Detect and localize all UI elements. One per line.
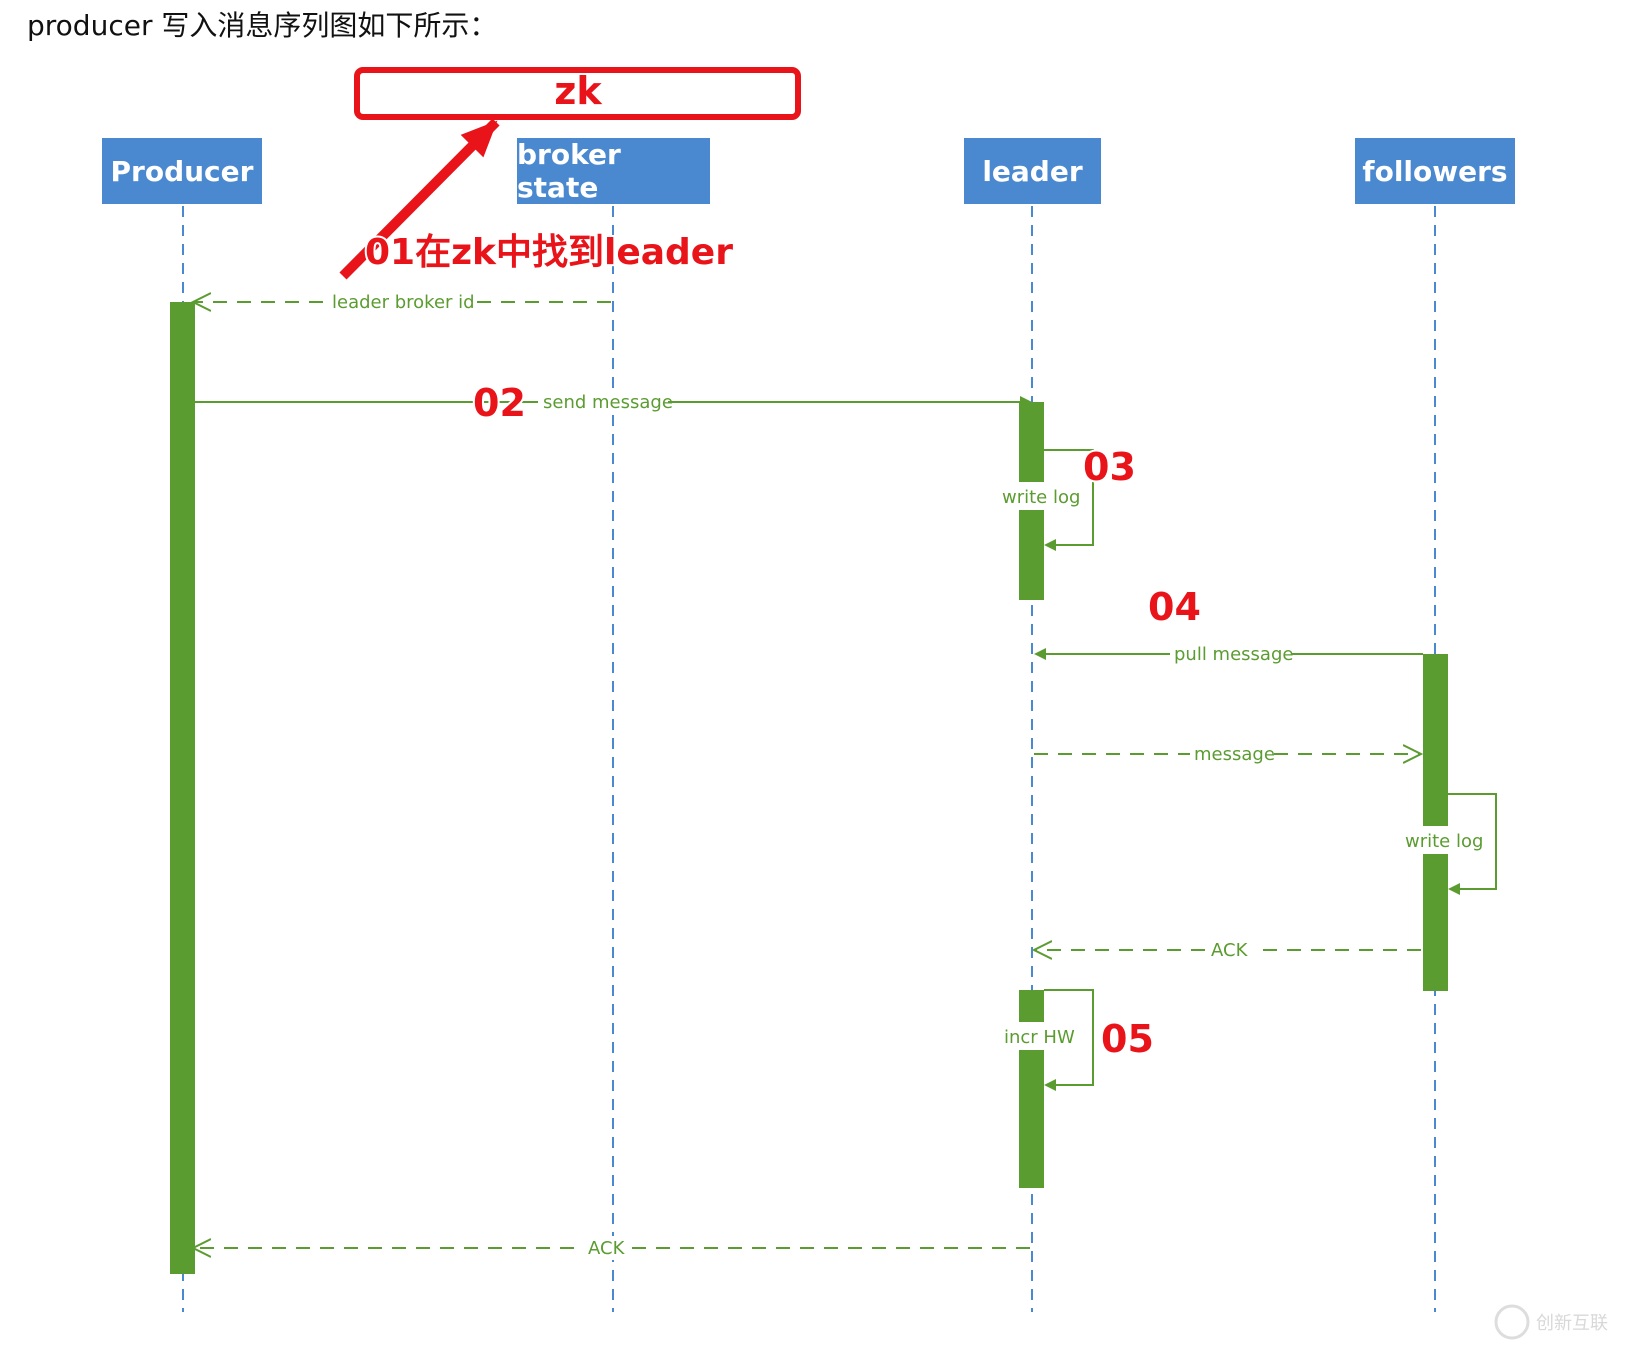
actor-leader: leader bbox=[964, 138, 1101, 204]
intro-text: producer 写入消息序列图如下所示： bbox=[27, 9, 498, 42]
label-incr-hw: incr HW bbox=[1004, 1027, 1075, 1048]
label-bg-write-log-leader bbox=[1000, 482, 1082, 510]
label-bg-pull-message bbox=[1170, 642, 1292, 666]
activation-leader-2 bbox=[1019, 990, 1044, 1188]
label-ack-producer: ACK bbox=[588, 1238, 626, 1259]
label-pull-message: pull message bbox=[1174, 644, 1293, 665]
annotation-arrow-01 bbox=[339, 118, 500, 280]
label-send-message: send message bbox=[543, 392, 673, 413]
watermark-logo-icon bbox=[1494, 1304, 1530, 1340]
self-call-leader-write-log bbox=[1044, 449, 1094, 551]
step-number-05: 05 bbox=[1101, 1017, 1154, 1061]
label-bg-leader-broker-id bbox=[327, 290, 477, 314]
label-bg-message bbox=[1190, 742, 1272, 766]
zk-label: zk bbox=[554, 69, 602, 113]
activation-producer bbox=[170, 302, 195, 1274]
label-bg-ack-producer bbox=[584, 1236, 630, 1260]
zk-box bbox=[354, 67, 801, 120]
self-call-incr-hw bbox=[1044, 989, 1094, 1091]
activation-followers bbox=[1423, 654, 1448, 991]
label-write-log-followers: write log bbox=[1405, 831, 1483, 852]
step-number-04: 04 bbox=[1148, 585, 1201, 629]
watermark-text: 创新互联 bbox=[1536, 1313, 1608, 1334]
actor-broker-state: broker state bbox=[517, 138, 710, 204]
watermark: 创新互联 bbox=[1494, 1304, 1608, 1340]
actor-followers: followers bbox=[1355, 138, 1515, 204]
annotation-01: 01在zk中找到leader bbox=[365, 232, 733, 273]
self-call-followers-write-log bbox=[1448, 793, 1497, 895]
label-bg-send-message bbox=[538, 390, 668, 414]
label-bg-write-log-followers bbox=[1403, 826, 1485, 854]
label-leader-broker-id: leader broker id bbox=[332, 292, 475, 313]
label-bg-ack-followers bbox=[1207, 938, 1253, 962]
step-number-02: 02 bbox=[473, 381, 526, 425]
actor-producer: Producer bbox=[102, 138, 262, 204]
label-message: message bbox=[1194, 744, 1275, 765]
label-ack-followers: ACK bbox=[1211, 940, 1249, 961]
step-number-03: 03 bbox=[1083, 445, 1136, 489]
label-bg-incr-hw bbox=[1002, 1022, 1082, 1050]
label-write-log-leader: write log bbox=[1002, 487, 1080, 508]
